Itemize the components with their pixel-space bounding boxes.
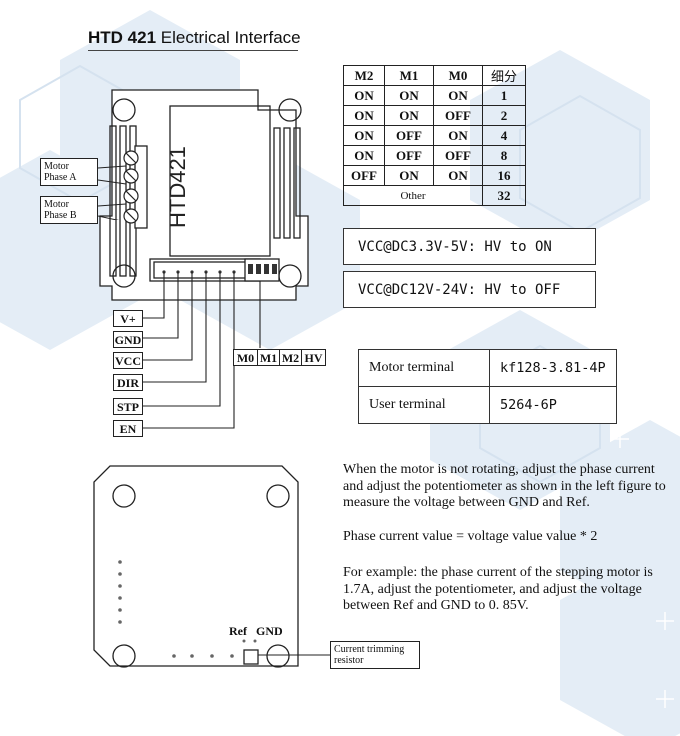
table-header: M0 — [433, 65, 483, 86]
motor-phase-a-label: Motor Phase A — [40, 158, 98, 186]
description-para-1: When the motor is not rotating, adjust t… — [343, 462, 666, 510]
page-title: HTD 421 Electrical Interface — [88, 28, 301, 47]
trimmer-label: Current trimming resistor — [330, 641, 420, 669]
table-header: M1 — [384, 65, 434, 86]
dip-m0: M0 — [233, 349, 258, 366]
description-para-2: Phase current value = voltage value valu… — [343, 529, 598, 544]
dip-switch-labels: M0 M1 M2 HV — [233, 349, 326, 366]
board-model-label: HTD421 — [165, 146, 190, 228]
top-board-drawing — [99, 89, 309, 429]
motor-phase-b-label: Motor Phase B — [40, 196, 98, 224]
bottom-board-drawing — [93, 465, 330, 668]
table-header: 细分 — [482, 65, 526, 86]
pin-stp: STP — [113, 398, 143, 415]
terminal-table: Motor terminal kf128-3.81-4P User termin… — [358, 349, 617, 424]
gnd-label: GND — [256, 624, 283, 638]
pin-vcc: VCC — [113, 352, 143, 369]
pin-dir: DIR — [113, 374, 143, 391]
dip-m2: M2 — [279, 349, 302, 366]
table-header: M2 — [343, 65, 385, 86]
dip-m1: M1 — [257, 349, 280, 366]
pin-gnd: GND — [113, 331, 143, 348]
description-para-3: For example: the phase current of the st… — [343, 565, 653, 613]
vcc-note-high: VCC@DC12V-24V: HV to OFF — [343, 271, 596, 308]
pin-v-plus: V+ — [113, 310, 143, 327]
dip-hv: HV — [301, 349, 326, 366]
title-underline — [88, 50, 298, 51]
motor-phase-leaders — [98, 165, 127, 220]
ref-label: Ref — [229, 624, 247, 638]
vcc-note-low: VCC@DC3.3V-5V: HV to ON — [343, 228, 596, 265]
table-row: User terminal 5264-6P — [358, 386, 617, 424]
table-row: Motor terminal kf128-3.81-4P — [358, 349, 617, 387]
table-row: Other 32 — [343, 185, 526, 206]
pin-en: EN — [113, 420, 143, 437]
